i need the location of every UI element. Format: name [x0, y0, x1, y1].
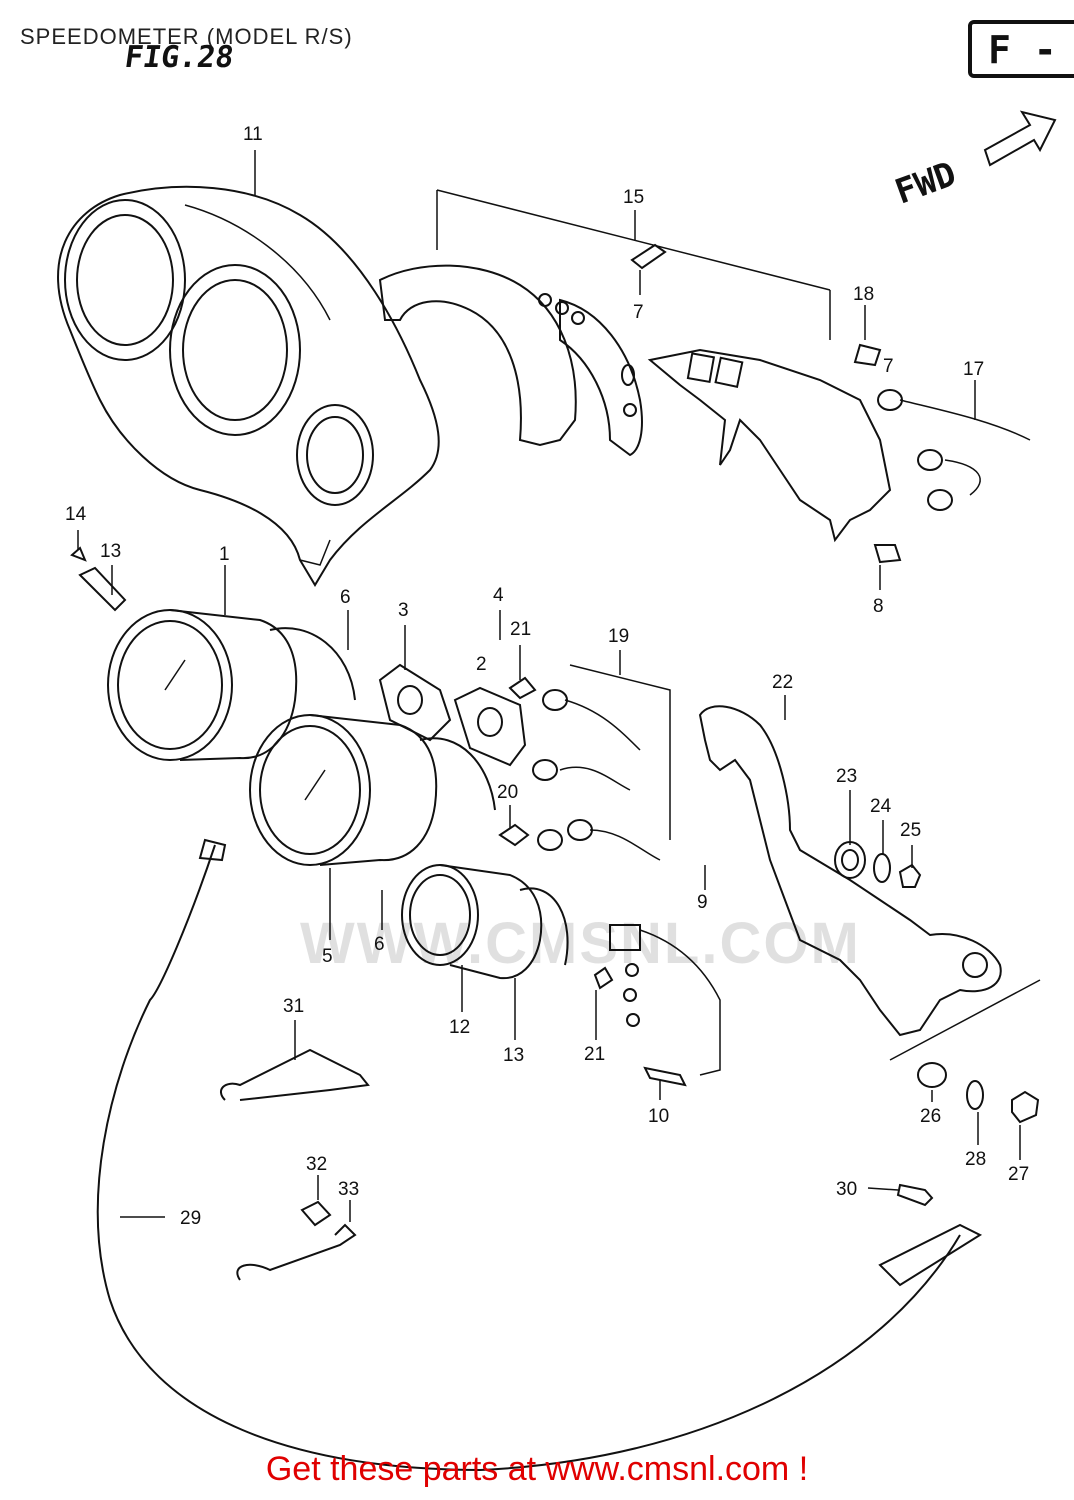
- callout-6a: 6: [340, 587, 351, 608]
- callout-22: 22: [772, 672, 793, 693]
- part-16-bracket: [378, 189, 831, 457]
- part-2-socket: [453, 686, 527, 767]
- part-5-speedometer: [249, 714, 438, 866]
- callout-2: 2: [476, 654, 487, 675]
- callout-labels: 11 15 7 18 17 7 8 14 13 1 6 3 4 21 19 2 …: [65, 124, 1029, 1229]
- callout-4: 4: [493, 585, 504, 606]
- callout-18: 18: [853, 284, 874, 305]
- part-17-indicator-panel: [647, 343, 1031, 543]
- bolt-icon-7: [630, 243, 667, 270]
- part-23-grommet: [834, 841, 866, 879]
- part-6-ring-a: [269, 627, 356, 701]
- part-31-clamp: [220, 1048, 370, 1101]
- section-label: F -: [988, 28, 1057, 72]
- section-box: [968, 20, 1074, 78]
- callout-24: 24: [870, 796, 892, 817]
- callout-21b: 21: [584, 1044, 605, 1065]
- callout-31: 31: [283, 996, 304, 1017]
- callout-9: 9: [697, 892, 708, 913]
- callout-33: 33: [338, 1179, 359, 1200]
- part-28-washer: [966, 1080, 984, 1110]
- callout-17: 17: [963, 359, 984, 380]
- callout-7b: 7: [883, 356, 894, 377]
- callout-29: 29: [180, 1208, 201, 1229]
- part-13-meter-cover: [57, 185, 440, 587]
- callout-7a: 7: [633, 302, 644, 323]
- callout-10: 10: [648, 1106, 669, 1127]
- part-22-bracket: [698, 705, 1041, 1061]
- callout-14: 13: [100, 541, 121, 562]
- callout-5: 5: [322, 946, 333, 967]
- leader-lines: [77, 150, 1021, 1222]
- callout-21a: 21: [510, 619, 531, 640]
- watermark: WWW.CMSNL.COM: [300, 911, 861, 976]
- part-11-gauge: [401, 864, 543, 980]
- callout-16: 15: [623, 187, 644, 208]
- part-19-wire-harness: [532, 664, 671, 861]
- callout-25: 25: [900, 820, 921, 841]
- part-30-bolt: [896, 1183, 934, 1207]
- callout-26: 26: [920, 1106, 941, 1127]
- part-27-nut: [1011, 1090, 1040, 1124]
- part-29-speedometer-cable: [96, 838, 983, 1472]
- callout-32: 32: [306, 1154, 327, 1175]
- part-harness-lower: [593, 924, 721, 1087]
- part-3-gasket: [378, 663, 452, 742]
- part-26-grommet: [917, 1062, 947, 1088]
- callout-23: 23: [836, 766, 857, 787]
- callout-13: 11: [243, 124, 263, 145]
- callout-30: 30: [836, 1179, 857, 1200]
- callout-3: 3: [398, 600, 409, 621]
- bulb-icon-21: [508, 676, 537, 700]
- callout-1: 1: [219, 544, 230, 565]
- page-title: SPEEDOMETER (MODEL R/S): [20, 24, 353, 49]
- callout-19: 19: [608, 626, 629, 647]
- part-33-clip: [236, 1223, 357, 1281]
- part-6-ring-b: [419, 737, 496, 811]
- part-1-tachometer: [107, 609, 298, 761]
- callout-15: 14: [65, 504, 87, 525]
- callout-8: 8: [873, 596, 884, 617]
- part-25-nut: [898, 863, 922, 888]
- bolt-icon-8: [873, 544, 902, 564]
- part-24-washer: [873, 853, 891, 883]
- callout-28: 28: [965, 1149, 986, 1170]
- callout-11: 12: [449, 1017, 470, 1038]
- callout-20: 20: [497, 782, 518, 803]
- part-32-bolt: [300, 1200, 332, 1227]
- forward-arrow-icon: [983, 110, 1057, 167]
- callout-6b: 6: [374, 934, 385, 955]
- footer-parts-link[interactable]: Get these parts at www.cmsnl.com !: [265, 1450, 809, 1488]
- callout-12: 13: [503, 1045, 524, 1066]
- part-12-ring: [519, 887, 569, 966]
- callout-27: 27: [1008, 1164, 1029, 1185]
- part-14-bulb: [70, 546, 127, 612]
- bulb-icon-20: [498, 823, 530, 847]
